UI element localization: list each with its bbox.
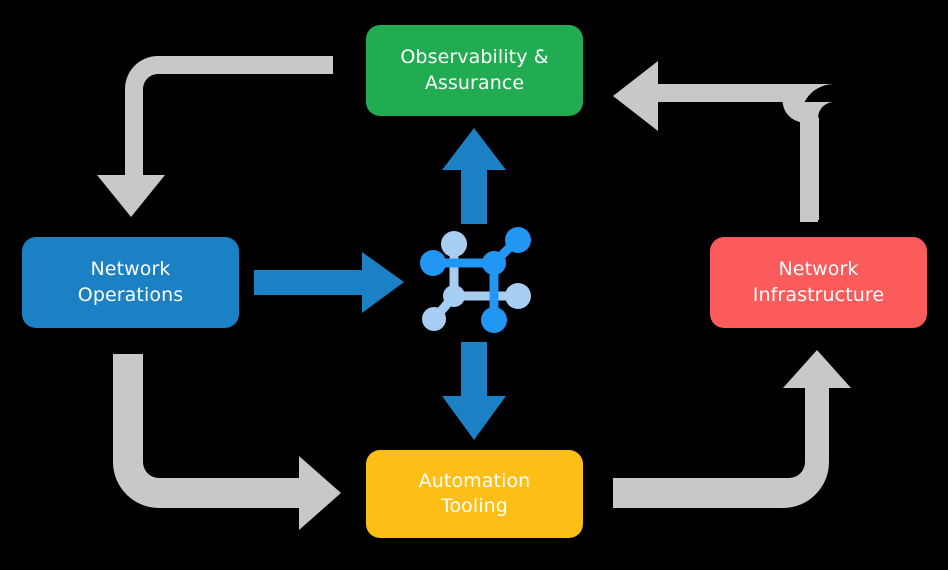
node-label-infrastructure: Network Infrastructure xyxy=(752,258,885,306)
network-node-top-left-light xyxy=(441,231,467,257)
network-node-left-dark xyxy=(420,250,446,276)
primary-arrow-center-to-observability xyxy=(442,128,506,224)
flow-arrow-operations-to-automation xyxy=(113,354,341,530)
node-observability-assurance[interactable]: Observability & Assurance xyxy=(366,25,583,116)
node-automation-tooling[interactable]: Automation Tooling xyxy=(366,450,583,538)
node-network-operations[interactable]: Network Operations xyxy=(22,237,239,328)
node-label-automation: Automation Tooling xyxy=(418,469,531,517)
node-network-infrastructure[interactable]: Network Infrastructure xyxy=(710,237,927,328)
flow-arrow-infrastructure-to-observability-final xyxy=(613,61,834,222)
node-label-observability: Observability & Assurance xyxy=(400,46,549,94)
network-node-hub-dark xyxy=(482,251,506,275)
network-node-mid-left-light xyxy=(443,285,465,307)
network-node-right-light xyxy=(505,283,531,309)
network-node-bottom-left-light xyxy=(422,307,446,331)
network-icon-light-nodes xyxy=(422,231,531,331)
flow-arrow-automation-to-infrastructure xyxy=(613,350,851,508)
network-node-bottom-dark xyxy=(481,307,507,333)
primary-arrow-operations-to-center xyxy=(254,252,404,313)
network-icon-dark-nodes xyxy=(420,227,531,333)
network-node-top-right-dark xyxy=(505,227,531,253)
flow-arrow-observability-to-operations xyxy=(97,56,333,217)
node-label-operations: Network Operations xyxy=(77,258,184,306)
network-topology-icon[interactable] xyxy=(418,218,542,342)
primary-arrow-center-to-automation xyxy=(442,342,506,440)
